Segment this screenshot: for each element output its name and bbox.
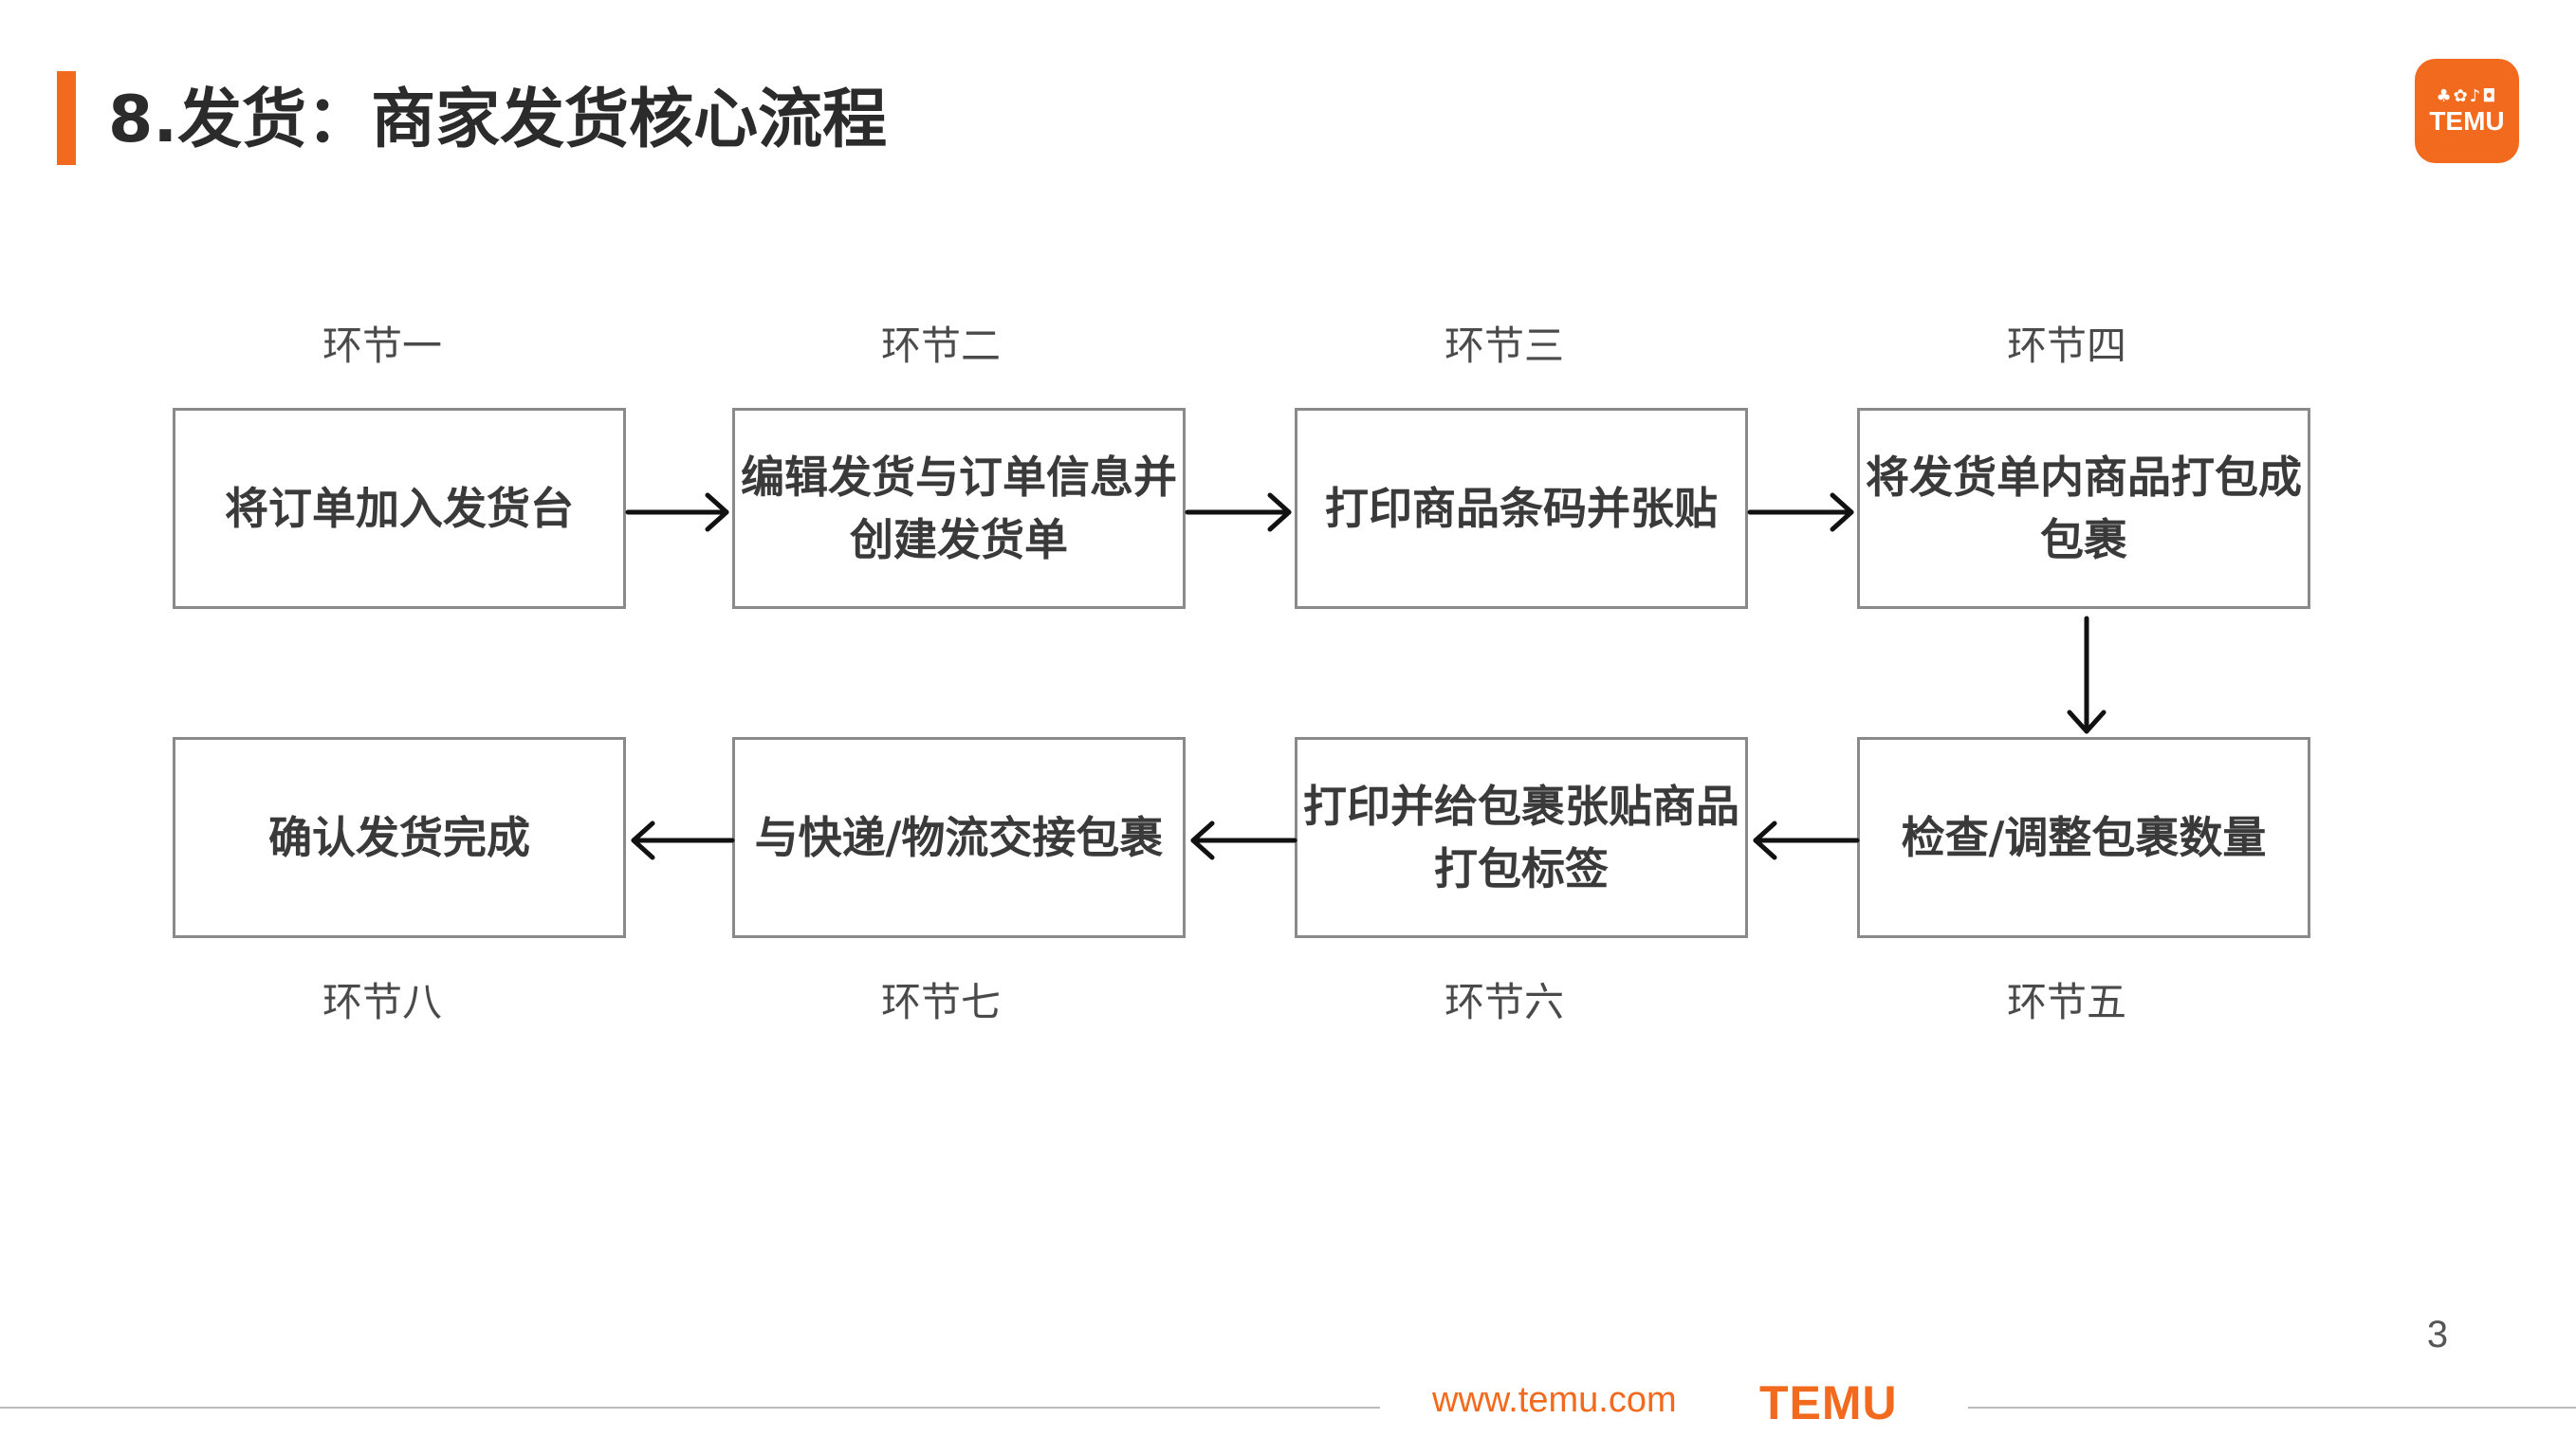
temu-logo-icon: ♣✿♪◘ [2436, 86, 2498, 106]
footer-url: www.temu.com [1432, 1380, 1677, 1420]
step-label-5: 环节五 [2006, 979, 2126, 1025]
title-accent-bar [57, 71, 76, 165]
step-text-6: 打印并给包裹张贴商品 打包标签 [1303, 781, 1739, 894]
step-label-2: 环节二 [880, 323, 1001, 369]
step-box-3: 打印商品条码并张贴 [1295, 408, 1748, 609]
arrow-7-to-8 [631, 820, 735, 860]
step-text-3: 打印商品条码并张贴 [1325, 483, 1718, 534]
step-box-5: 检查/调整包裹数量 [1857, 737, 2310, 938]
page-title: 8.发货：商家发货核心流程 [108, 83, 888, 157]
footer-divider-right [1968, 1407, 2576, 1409]
step-box-2: 编辑发货与订单信息并 创建发货单 [732, 408, 1186, 609]
footer-logo: TEMU [1759, 1376, 1898, 1429]
step-label-1: 环节一 [322, 323, 442, 369]
step-text-1: 将订单加入发货台 [225, 483, 574, 534]
step-label-6: 环节六 [1444, 979, 1564, 1025]
temu-logo: ♣✿♪◘ TEMU [2415, 59, 2519, 163]
step-box-6: 打印并给包裹张贴商品 打包标签 [1295, 737, 1748, 938]
arrow-2-to-3 [1185, 492, 1292, 532]
footer-divider-left [0, 1407, 1380, 1409]
step-label-4: 环节四 [2006, 323, 2126, 369]
arrow-4-to-5 [2067, 616, 2107, 734]
arrow-5-to-6 [1753, 820, 1860, 860]
step-box-4: 将发货单内商品打包成 包裹 [1857, 408, 2310, 609]
step-text-7: 与快递/物流交接包裹 [754, 812, 1164, 863]
arrow-3-to-4 [1747, 492, 1854, 532]
step-label-8: 环节八 [322, 979, 442, 1025]
step-box-1: 将订单加入发货台 [173, 408, 626, 609]
step-text-4: 将发货单内商品打包成 包裹 [1866, 452, 2302, 565]
step-box-7: 与快递/物流交接包裹 [732, 737, 1186, 938]
temu-logo-text: TEMU [2429, 106, 2505, 136]
step-box-8: 确认发货完成 [173, 737, 626, 938]
page-number: 3 [2426, 1314, 2449, 1355]
arrow-1-to-2 [625, 492, 729, 532]
step-label-7: 环节七 [880, 979, 1001, 1025]
step-text-5: 检查/调整包裹数量 [1901, 812, 2267, 863]
step-label-3: 环节三 [1444, 323, 1564, 369]
step-text-2: 编辑发货与订单信息并 创建发货单 [741, 452, 1177, 565]
arrow-6-to-7 [1190, 820, 1297, 860]
step-text-8: 确认发货完成 [268, 812, 530, 863]
